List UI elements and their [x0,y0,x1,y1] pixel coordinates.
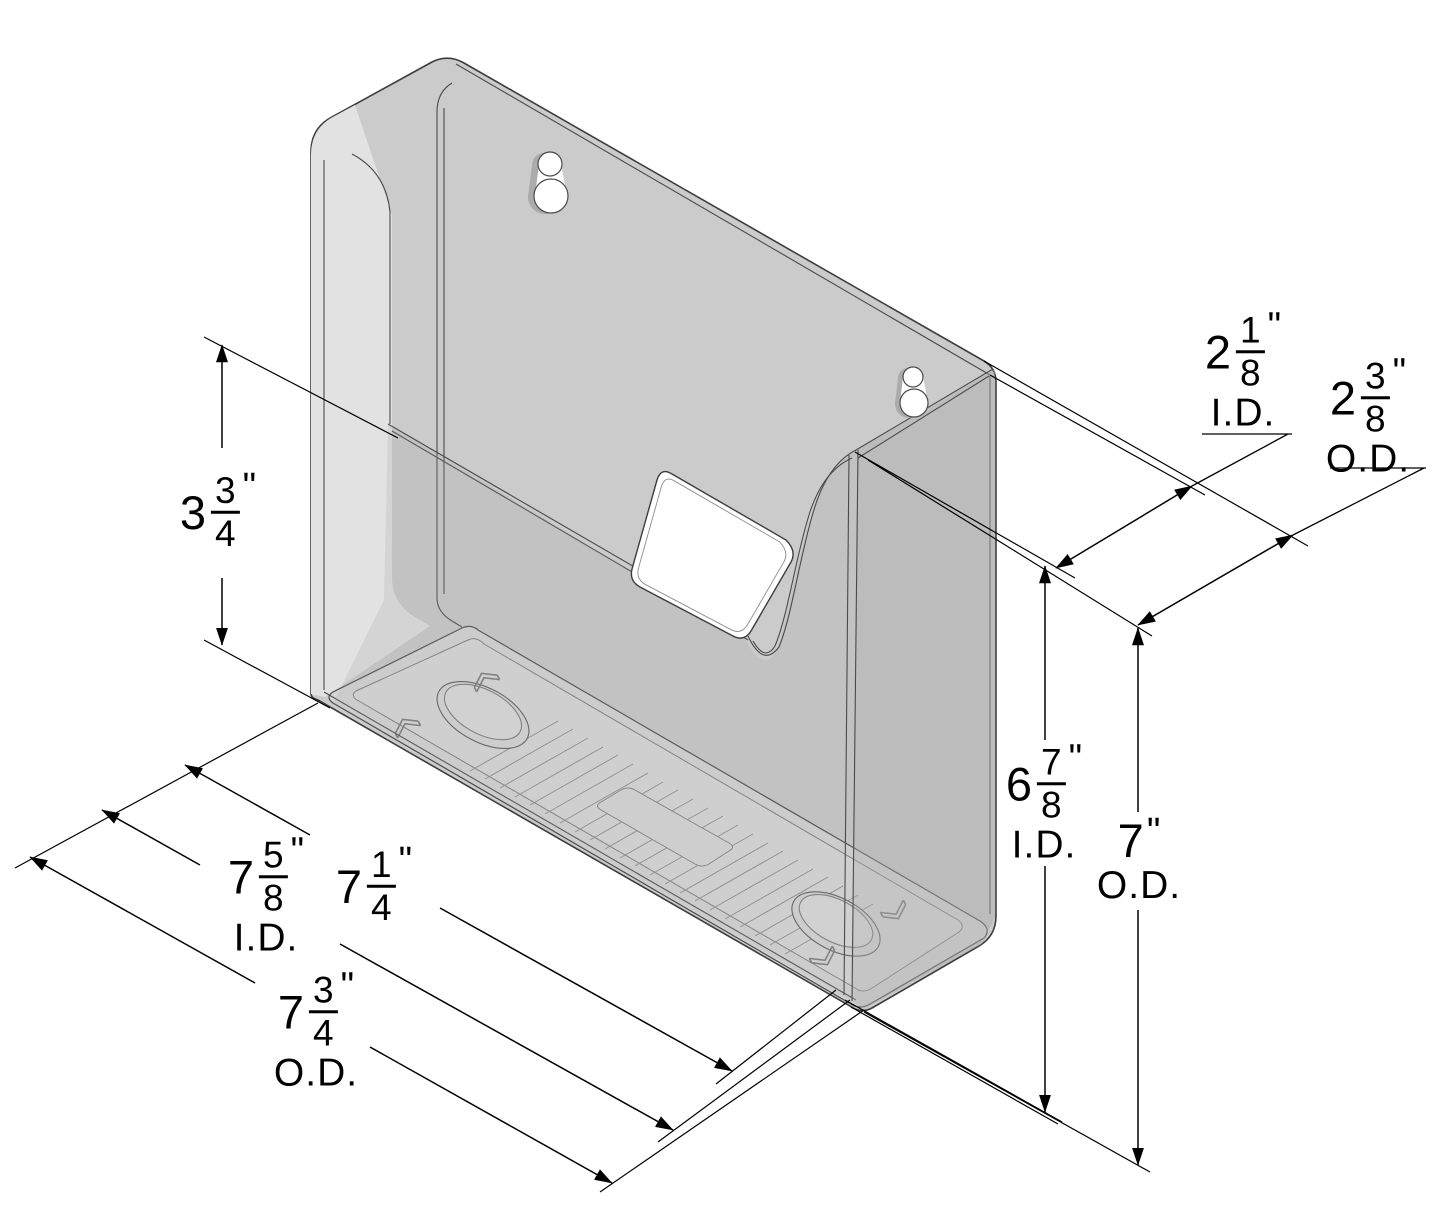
inch-mark: " [1392,351,1407,394]
dim-label-height-id: 6 7 8 " I.D. [1005,739,1082,867]
pocket-lip-hook [747,368,994,1002]
dim-label-depth-od: 2 3 8 " O.D. [1325,353,1411,481]
dim-suffix: I.D. [1210,391,1276,435]
dim-suffix: I.D. [233,916,299,960]
dim-whole: 7 [227,850,255,903]
dim-label-inner-width: 7 1 4 " [335,842,412,926]
dim-whole: 2 [1329,371,1357,424]
dim-whole: 2 [1204,325,1232,378]
dim-fraction: 1 8 [1236,311,1265,391]
floor-label-recess [597,787,733,867]
dim-suffix: O.D. [273,1051,359,1095]
dim-label-height-od: 7 " O.D. [1096,813,1182,907]
inch-mark: " [242,465,257,508]
dim-fraction: 1 4 [367,846,396,926]
dimension-lines [14,336,1426,1193]
dim-suffix: O.D. [1325,437,1411,481]
extension-lines [14,336,1309,1193]
inch-mark: " [340,965,355,1008]
right-side-wall [852,369,995,1009]
leader-lines [1191,433,1426,536]
inch-mark: " [1267,305,1282,348]
dim-whole: 6 [1005,757,1033,810]
dim-label-pocket-height: 3 3 4 " [179,468,256,552]
inch-mark: " [398,839,413,882]
floor-boss-left [436,680,530,750]
dim-fraction: 3 8 [1361,357,1390,437]
dim-whole: 7 [1117,814,1144,867]
brochure-holder [310,57,997,1012]
front-pocket-wall [333,424,862,1008]
dim-suffix: O.D. [1096,864,1182,907]
dim-suffix: I.D. [1011,823,1077,867]
dim-label-depth-id: 2 1 8 " I.D. [1204,307,1281,435]
keyhole-slot-top [528,151,569,214]
dimension-arrow-lines [29,344,1294,1184]
dim-fraction: 7 8 [1037,743,1066,823]
dim-whole: 3 [179,485,207,539]
inch-mark: " [290,830,305,873]
dim-label-width-od: 7 3 4 " O.D. [273,967,359,1095]
inch-mark: " [1068,737,1083,780]
dim-whole: 7 [335,859,363,913]
dim-fraction: 5 8 [259,836,288,916]
thumb-cutout [630,470,794,639]
corner-mark-icons [394,672,907,966]
left-side-wall [311,105,430,697]
inch-mark: " [1146,811,1161,853]
floor-boss-right [791,891,881,957]
dim-label-width-id: 7 5 8 " I.D. [227,832,304,960]
keyhole-slot-right [895,366,929,418]
dim-fraction: 3 4 [211,472,240,552]
dim-fraction: 3 4 [309,971,338,1051]
dim-whole: 7 [277,985,305,1038]
